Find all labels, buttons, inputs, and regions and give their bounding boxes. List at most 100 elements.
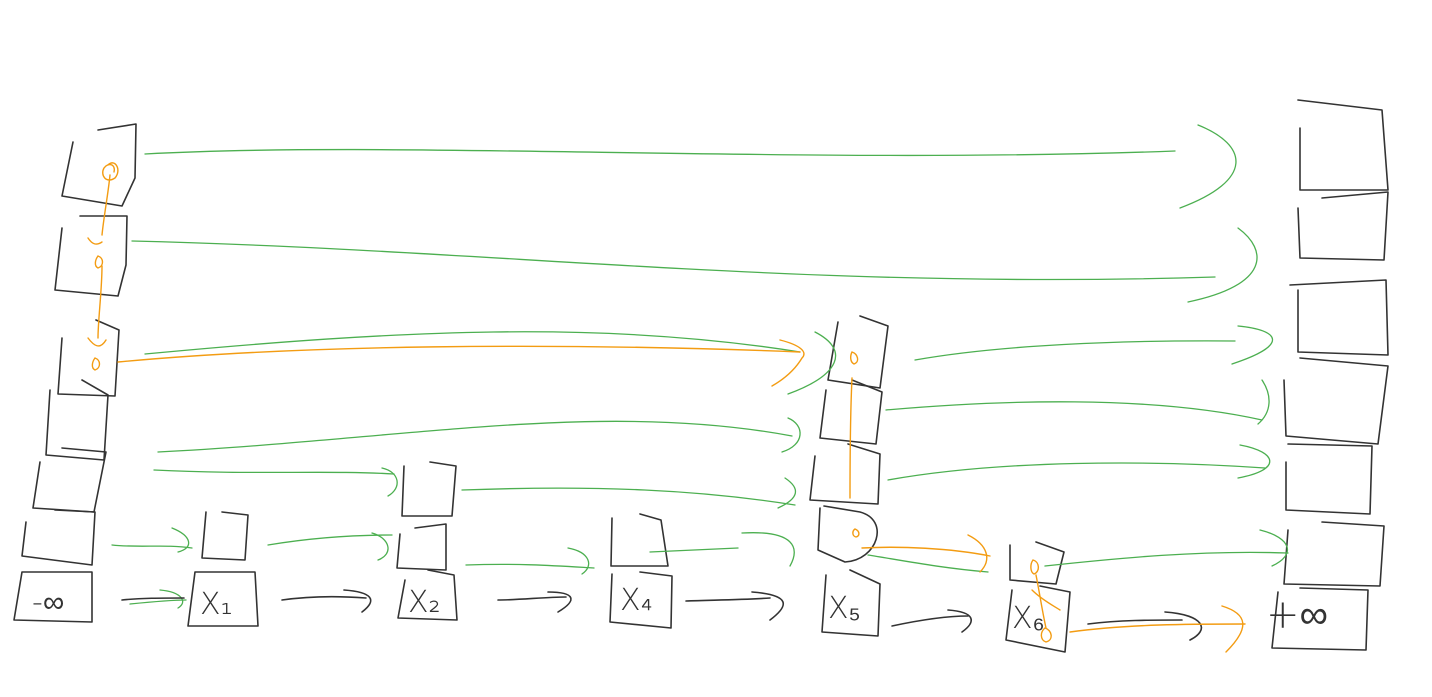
node-cell bbox=[45, 379, 109, 461]
search-down-2 bbox=[97, 265, 103, 339]
node-cell bbox=[1009, 541, 1065, 585]
search-marker bbox=[1030, 559, 1040, 575]
arrowhead bbox=[771, 339, 805, 387]
node-label-x1: X₁ bbox=[200, 587, 233, 622]
node-label-x6: X₆ bbox=[1012, 601, 1045, 636]
arrowhead bbox=[1187, 227, 1258, 303]
node-cell bbox=[13, 571, 93, 623]
node-cell bbox=[819, 379, 883, 445]
node-cell bbox=[821, 569, 881, 637]
link-level5b bbox=[914, 340, 1236, 361]
arrowhead bbox=[547, 591, 572, 613]
node-cell bbox=[1283, 357, 1389, 445]
column-x6 bbox=[1005, 541, 1071, 653]
column-neg-inf bbox=[13, 123, 137, 623]
link-level7 bbox=[144, 148, 1176, 157]
search-right-2 bbox=[861, 546, 991, 557]
node-cell bbox=[61, 123, 137, 207]
node-label-pos-inf: +∞ bbox=[1266, 592, 1328, 638]
column-x4 bbox=[609, 513, 673, 629]
search-down-4 bbox=[1035, 574, 1047, 629]
arrowhead bbox=[741, 532, 795, 567]
arrowhead bbox=[87, 237, 103, 245]
arrowhead bbox=[1164, 611, 1203, 641]
arrowhead bbox=[751, 591, 785, 621]
link-level2 bbox=[111, 544, 193, 549]
arrowhead bbox=[787, 331, 837, 395]
search-down-3 bbox=[849, 377, 853, 499]
arrowhead bbox=[967, 534, 988, 573]
link-bottom bbox=[891, 615, 969, 627]
link-level3c bbox=[887, 462, 1266, 481]
search-right-1 bbox=[117, 345, 801, 363]
node-label-x4: X₄ bbox=[620, 583, 653, 618]
link-bottom bbox=[121, 597, 185, 601]
link-level2e bbox=[867, 554, 989, 573]
node-cell bbox=[54, 215, 128, 297]
arrowhead bbox=[87, 337, 107, 347]
node-cell bbox=[1271, 587, 1369, 651]
column-x2 bbox=[396, 461, 458, 621]
arrowhead bbox=[371, 532, 389, 561]
link-bottom bbox=[685, 597, 771, 602]
search-down-1 bbox=[101, 174, 111, 236]
arrowhead bbox=[1257, 379, 1270, 425]
link-level1 bbox=[129, 599, 187, 605]
search-marker bbox=[1040, 627, 1052, 643]
link-level3 bbox=[153, 469, 395, 475]
node-cell bbox=[1005, 585, 1071, 653]
bottom-links bbox=[121, 589, 1203, 641]
arrowhead bbox=[567, 547, 590, 575]
search-marker bbox=[852, 528, 860, 538]
bottom-labels: -∞ X₁ X₂ X₄ X₅ X₆ +∞ bbox=[32, 583, 1328, 638]
node-cell bbox=[187, 571, 259, 627]
link-bottom bbox=[497, 596, 567, 601]
link-level4b bbox=[885, 401, 1263, 421]
node-cell bbox=[201, 511, 249, 561]
node-cell bbox=[396, 523, 447, 571]
link-level6 bbox=[131, 240, 1216, 281]
link-bottom bbox=[281, 595, 367, 601]
node-cell bbox=[1289, 279, 1389, 356]
link-level2b bbox=[267, 534, 393, 546]
node-cell bbox=[817, 505, 878, 563]
arrowhead bbox=[1259, 529, 1289, 567]
arrowhead bbox=[159, 589, 184, 609]
column-pos-inf bbox=[1271, 99, 1389, 651]
link-level5 bbox=[144, 331, 801, 355]
link-bottom bbox=[1087, 619, 1183, 625]
node-cell bbox=[1283, 521, 1385, 587]
forward-links bbox=[111, 124, 1289, 609]
link-level2c bbox=[465, 563, 595, 569]
node-cell bbox=[610, 513, 669, 567]
link-level3b bbox=[461, 487, 796, 506]
node-cell bbox=[609, 571, 673, 629]
search-marker bbox=[91, 357, 101, 371]
arrowhead bbox=[343, 589, 372, 613]
node-cell bbox=[57, 319, 120, 397]
node-cell bbox=[21, 509, 96, 566]
node-cell bbox=[1297, 99, 1389, 191]
node-cell bbox=[397, 569, 458, 621]
arrowhead bbox=[1221, 605, 1244, 653]
column-x5 bbox=[809, 315, 889, 637]
node-cell bbox=[401, 461, 457, 517]
node-label-x5: X₅ bbox=[828, 591, 861, 626]
search-path bbox=[87, 162, 1246, 653]
search-scribble bbox=[1031, 589, 1061, 611]
node-label-x2: X₂ bbox=[408, 585, 441, 620]
arrowhead bbox=[171, 527, 190, 553]
arrowhead bbox=[1237, 444, 1271, 479]
node-cell bbox=[1285, 443, 1373, 515]
link-level2d bbox=[649, 547, 739, 553]
column-x1 bbox=[187, 511, 259, 627]
search-right-3 bbox=[1069, 623, 1246, 633]
node-cell bbox=[809, 443, 881, 505]
node-label-neg-inf: -∞ bbox=[32, 585, 64, 620]
arrowhead bbox=[1179, 124, 1237, 209]
arrowhead bbox=[947, 609, 972, 633]
arrowhead bbox=[781, 417, 801, 453]
search-start-marker bbox=[102, 162, 119, 181]
arrowhead bbox=[777, 477, 797, 509]
